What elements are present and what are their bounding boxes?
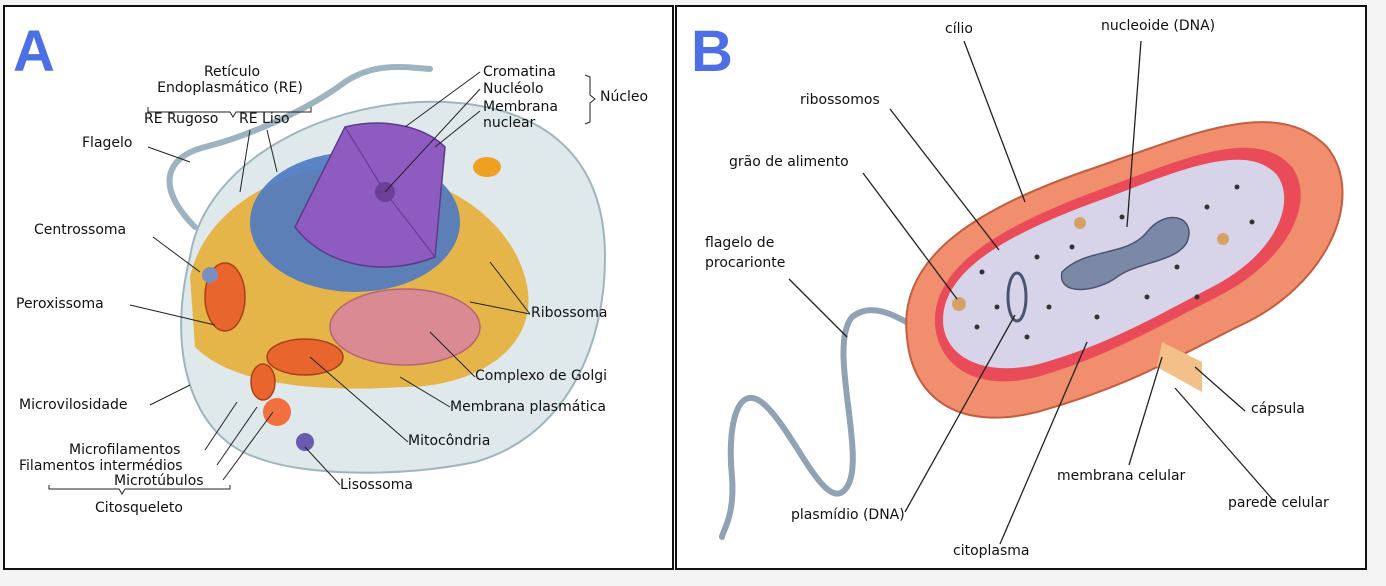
lysosome-shape: [296, 433, 314, 451]
label-flagelo: Flagelo: [82, 135, 133, 151]
ribosome-dots: [974, 184, 1255, 340]
food-granule-2: [1074, 217, 1086, 229]
label-peroxissoma: Peroxissoma: [16, 296, 104, 312]
nucleoid-shape: [1061, 216, 1190, 291]
label-membrana-plasmatica: Membrana plasmática: [450, 399, 606, 415]
label-cilio: cílio: [945, 21, 973, 37]
label-lisossoma: Lisossoma: [340, 477, 413, 493]
panel-a-leader-lines: [48, 71, 596, 495]
animal-cell-illustration: [48, 63, 607, 495]
flagellum-shape: [166, 63, 433, 230]
label-mitocondria: Mitocôndria: [408, 433, 491, 449]
animal-cell-panel: A Retículo Endoplasmático (RE) RE Rugoso…: [3, 5, 674, 570]
label-complexo-golgi: Complexo de Golgi: [475, 368, 608, 384]
label-nucleolo: Nucléolo: [483, 81, 544, 97]
label-centrossoma: Centrossoma: [34, 222, 127, 238]
panel-b-leader-lines: [788, 40, 1275, 545]
mitochondrion-3-shape: [250, 363, 276, 401]
bacterial-cell-panel: B cílio nucleoide (DNA) ribossomos grão …: [675, 5, 1367, 570]
label-microfilamentos: Microfilamentos: [69, 442, 181, 458]
bacterium-illustration: [719, 40, 1344, 545]
label-grao-alimento: grão de alimento: [729, 154, 849, 170]
label-microvilosidade: Microvilosidade: [19, 397, 128, 413]
label-endoplasmatico: Endoplasmático (RE): [157, 80, 303, 96]
food-granule-1: [952, 297, 966, 311]
label-ribossomos: ribossomos: [800, 92, 880, 108]
label-capsula: cápsula: [1251, 401, 1305, 417]
small-organelle-shape: [473, 157, 501, 177]
golgi-shape: [329, 288, 481, 366]
panel-b-letter: B: [691, 19, 733, 84]
label-nucleoide: nucleoide (DNA): [1101, 18, 1216, 34]
label-filamentos-intermedios: Filamentos intermédios: [19, 458, 183, 474]
label-parede-celular: parede celular: [1228, 495, 1329, 511]
label-plasmidio: plasmídio (DNA): [791, 507, 905, 523]
centrosome-shape: [202, 267, 218, 283]
label-flagelo-1: flagelo de: [705, 235, 775, 251]
label-flagelo-2: procarionte: [705, 255, 786, 271]
label-reticulo: Retículo: [203, 64, 261, 80]
mitochondrion-4-shape: [263, 398, 291, 426]
bacterial-flagellum-shape: [719, 307, 942, 540]
label-citosqueleto: Citosqueleto: [95, 500, 183, 516]
label-citoplasma: citoplasma: [953, 543, 1030, 559]
label-re-rugoso: RE Rugoso: [144, 111, 219, 127]
label-microtubulos: Microtúbulos: [114, 473, 204, 489]
label-ribossoma: Ribossoma: [531, 305, 608, 321]
mitochondrion-2-shape: [266, 338, 344, 376]
label-nucleo: Núcleo: [600, 89, 649, 105]
plasmid-shape: [1006, 271, 1028, 323]
label-cromatina: Cromatina: [483, 64, 556, 80]
food-granule-3: [1217, 233, 1229, 245]
label-membrana-nuclear-2: nuclear: [483, 115, 536, 131]
label-re-liso: RE Liso: [239, 111, 290, 127]
label-membrana-nuclear-1: Membrana: [483, 99, 559, 115]
cut-layer-shape: [1157, 342, 1202, 392]
label-membrana-celular: membrana celular: [1057, 468, 1186, 484]
panel-a-letter: A: [13, 19, 55, 84]
